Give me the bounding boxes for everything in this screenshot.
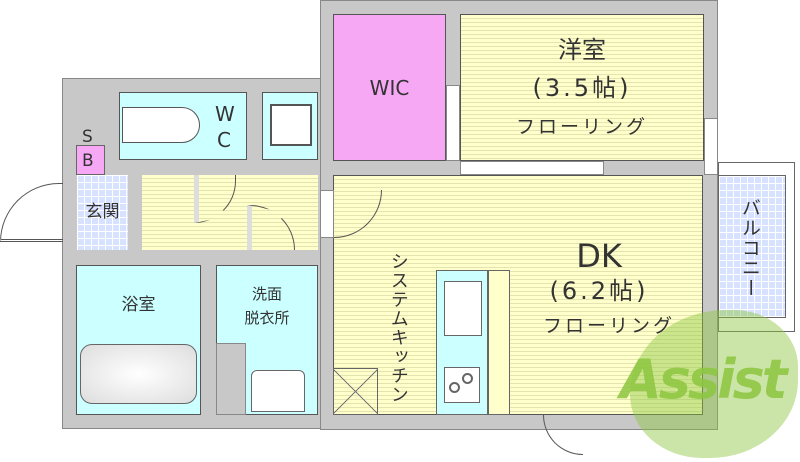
- dk-floor: フローリング: [542, 315, 675, 337]
- dk-door[interactable]: [320, 190, 334, 238]
- washroom-label-1: 洗面: [251, 285, 282, 303]
- western-room-size: (3.5帖): [532, 74, 632, 102]
- dk-name: DK: [576, 237, 622, 275]
- western-room: 洋室 (3.5帖) フローリング: [460, 14, 704, 161]
- kitchen-counter: [436, 270, 488, 415]
- refrigerator-space: [333, 368, 378, 415]
- kitchen-label: システムキッチン: [387, 252, 409, 404]
- wic-room: WIC: [333, 14, 446, 161]
- sb-label-s: S: [82, 127, 93, 147]
- bathtub-icon: [80, 344, 197, 404]
- dk-size: (6.2帖): [549, 277, 649, 305]
- western-room-sliding-door[interactable]: [460, 161, 604, 175]
- wc-label-c: C: [217, 128, 231, 152]
- bathroom: 浴室: [76, 265, 201, 415]
- western-room-name: 洋室: [558, 36, 606, 64]
- washroom: 洗面 脱衣所: [216, 265, 318, 415]
- shoe-box: [76, 145, 105, 175]
- washing-machine-icon: [270, 104, 312, 146]
- washroom-label-2: 脱衣所: [244, 309, 290, 327]
- wic-door[interactable]: [446, 85, 460, 161]
- wash-basin-icon: [251, 370, 305, 412]
- dk-room: DK (6.2帖) フローリング システムキッチン: [333, 175, 703, 415]
- balcony: バルコニー: [718, 175, 786, 318]
- wic-label: WIC: [369, 76, 410, 100]
- logo-leaf: [630, 310, 798, 458]
- stove-icon: [444, 367, 480, 403]
- wc-label-w: W: [215, 102, 235, 126]
- sink-icon: [444, 281, 482, 336]
- entrance-label: 玄関: [85, 202, 120, 222]
- entrance-door[interactable]: [0, 183, 63, 242]
- toilet-icon: [122, 107, 200, 143]
- assist-logo: Assist: [620, 348, 788, 411]
- western-room-window: [704, 118, 718, 175]
- dk-exit-door[interactable]: [543, 415, 583, 455]
- counter-edge: [488, 270, 510, 415]
- entrance: 玄関: [77, 175, 128, 250]
- balcony-label: バルコニー: [738, 198, 761, 298]
- sb-label-b: B: [82, 151, 94, 171]
- wc-room: W C: [119, 92, 247, 160]
- washing-machine-space: [262, 92, 318, 160]
- bathroom-label: 浴室: [121, 295, 156, 315]
- western-room-floor: フローリング: [515, 116, 648, 138]
